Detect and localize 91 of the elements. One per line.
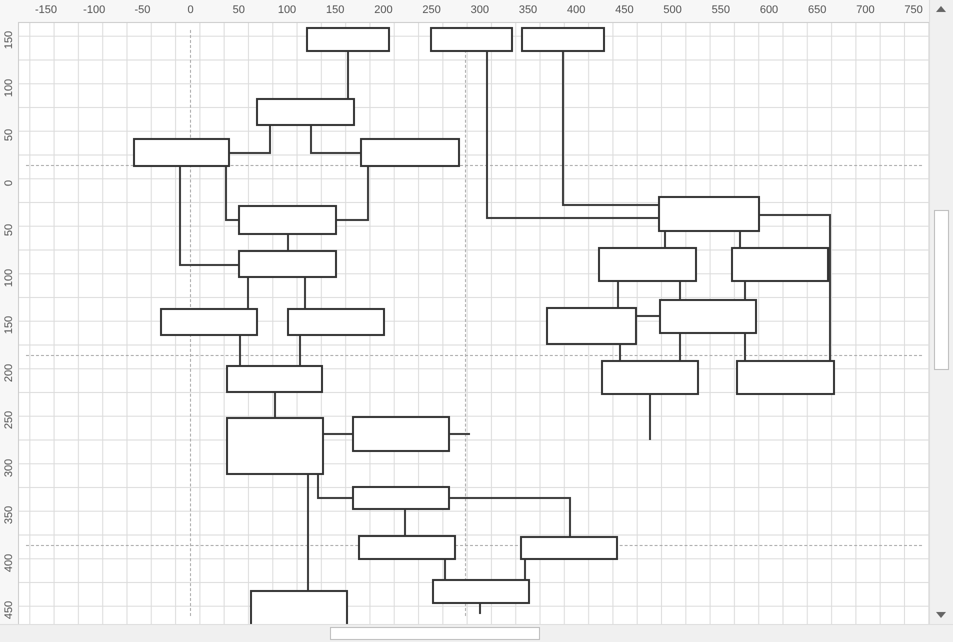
connector-line bbox=[617, 282, 619, 307]
connector-line bbox=[679, 334, 681, 360]
connector-line bbox=[479, 604, 481, 614]
ruler-number: 200 bbox=[3, 363, 15, 382]
process-box bbox=[521, 27, 605, 52]
process-box bbox=[659, 299, 757, 334]
process-box bbox=[287, 308, 385, 336]
process-box bbox=[238, 250, 337, 278]
process-box bbox=[601, 360, 699, 395]
ruler-number: 750 bbox=[904, 4, 923, 16]
connector-line bbox=[247, 278, 249, 308]
connector-line bbox=[450, 433, 470, 435]
process-box bbox=[546, 307, 637, 345]
process-box bbox=[520, 536, 618, 560]
connector-line bbox=[637, 315, 659, 317]
ruler-number: -100 bbox=[83, 4, 106, 16]
process-box bbox=[658, 196, 760, 232]
ruler-number: 450 bbox=[3, 600, 15, 620]
connector-line bbox=[450, 497, 571, 536]
connector-line bbox=[230, 126, 271, 154]
ruler-number: 650 bbox=[808, 4, 826, 16]
ruler-number: 0 bbox=[3, 179, 15, 186]
ruler-number: 50 bbox=[3, 224, 15, 236]
connector-line bbox=[562, 52, 658, 206]
connector-line bbox=[310, 126, 360, 154]
connector-line bbox=[274, 393, 276, 417]
ruler-number: 150 bbox=[3, 30, 15, 50]
ruler-number: 50 bbox=[3, 128, 15, 142]
connector-line bbox=[649, 395, 651, 440]
ruler-number: -50 bbox=[134, 4, 150, 16]
connector-line bbox=[404, 510, 406, 535]
ruler-number: 150 bbox=[326, 4, 344, 16]
process-box bbox=[731, 247, 829, 282]
ruler-number: 50 bbox=[232, 4, 245, 16]
connector-line bbox=[307, 475, 309, 590]
connector-line bbox=[317, 475, 352, 499]
ruler-number: 100 bbox=[3, 268, 15, 287]
ruler-number: 150 bbox=[3, 316, 15, 334]
ruler-number: 700 bbox=[856, 4, 875, 16]
connector-line bbox=[744, 282, 746, 299]
process-box bbox=[160, 308, 258, 336]
ruler-number: 250 bbox=[3, 410, 15, 430]
connector-line bbox=[444, 560, 446, 579]
ruler-number: -150 bbox=[34, 4, 58, 16]
process-box bbox=[598, 247, 697, 282]
process-box bbox=[736, 360, 835, 395]
process-box bbox=[352, 416, 450, 452]
connector-line bbox=[739, 232, 741, 247]
process-box bbox=[226, 365, 323, 393]
process-box bbox=[133, 138, 230, 167]
process-box bbox=[250, 590, 348, 626]
connector-line bbox=[324, 433, 352, 435]
process-box bbox=[358, 535, 456, 560]
connector-line bbox=[225, 167, 238, 221]
ruler-number: 300 bbox=[3, 458, 15, 477]
connector-line bbox=[679, 282, 681, 299]
ruler-number: 100 bbox=[278, 4, 296, 16]
process-box bbox=[226, 417, 324, 475]
connector-line bbox=[337, 167, 369, 221]
connector-line bbox=[664, 232, 666, 247]
connector-line bbox=[486, 52, 658, 219]
ruler-number: 400 bbox=[567, 4, 586, 16]
ruler-number: 450 bbox=[615, 4, 634, 16]
connector-line bbox=[619, 345, 621, 360]
connector-line bbox=[524, 560, 526, 579]
process-box bbox=[430, 27, 513, 52]
ruler-number: 100 bbox=[3, 78, 15, 97]
ruler-number: 350 bbox=[3, 506, 15, 524]
ruler-number: 200 bbox=[374, 4, 393, 16]
process-box bbox=[360, 138, 460, 167]
connector-line bbox=[299, 336, 301, 365]
process-box bbox=[306, 27, 390, 52]
process-box bbox=[432, 579, 530, 604]
connector-line bbox=[304, 278, 306, 308]
ruler-number: 550 bbox=[712, 4, 730, 16]
connector-line bbox=[179, 167, 238, 266]
ruler-number: 600 bbox=[760, 4, 778, 16]
ruler-number: 500 bbox=[663, 4, 682, 16]
ruler-number: 250 bbox=[422, 4, 441, 16]
process-box bbox=[352, 486, 450, 510]
process-box bbox=[256, 98, 355, 126]
connector-line bbox=[744, 334, 746, 360]
ruler-number: 350 bbox=[518, 4, 538, 16]
process-box bbox=[238, 205, 337, 235]
ruler-number: 300 bbox=[470, 4, 489, 16]
connector-line bbox=[347, 52, 349, 98]
connector-line bbox=[287, 235, 289, 250]
connector-line bbox=[239, 336, 241, 365]
connector-line bbox=[760, 214, 831, 360]
ruler-number: 400 bbox=[3, 553, 15, 572]
ruler-number: 0 bbox=[188, 4, 194, 16]
